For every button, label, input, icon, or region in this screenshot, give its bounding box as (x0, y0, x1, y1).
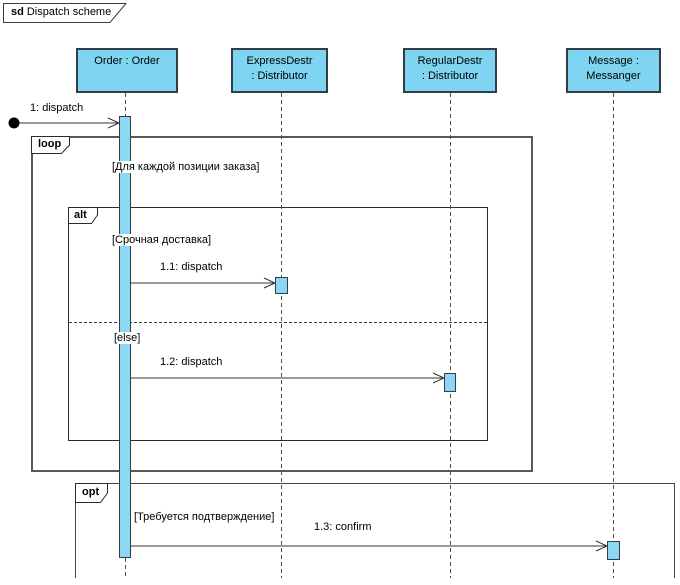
lifeline-name-line: Messanger (586, 70, 641, 82)
lifeline-header-messanger[interactable]: Message : Messanger (566, 48, 661, 93)
regular-activation-bar[interactable] (444, 373, 456, 392)
message-label-1-dispatch[interactable]: 1: dispatch (28, 102, 86, 114)
lifeline-name-line: : Distributor (251, 70, 308, 82)
message-arrow-1-1-dispatch[interactable] (131, 277, 277, 289)
opt-guard-label[interactable]: [Требуется подтверждение] (132, 511, 277, 523)
loop-operator-tab-shape (31, 136, 70, 154)
alt-else-divider (69, 322, 487, 323)
lifeline-header-order[interactable]: Order : Order (76, 48, 178, 93)
lifeline-header-regular[interactable]: RegularDestr : Distributor (403, 48, 497, 93)
lifeline-name-line: : Distributor (421, 70, 479, 82)
opt-operator-label[interactable]: opt (82, 486, 100, 498)
message-arrow-1-3-confirm[interactable] (131, 540, 609, 552)
message-label-1-2-dispatch[interactable]: 1.2: dispatch (158, 356, 225, 368)
message-label-1-1-dispatch[interactable]: 1.1: dispatch (158, 261, 225, 273)
lifeline-name-line: ExpressDestr (246, 55, 313, 67)
loop-guard-label[interactable]: [Для каждой позиции заказа] (110, 161, 262, 173)
found-message-endpoint[interactable] (8, 117, 20, 129)
diagram-title-text: Dispatch scheme (26, 6, 112, 18)
message-arrow-1-dispatch[interactable] (19, 117, 121, 129)
diagram-operator-label: sd (11, 6, 24, 18)
messanger-activation-bar[interactable] (607, 541, 620, 560)
message-arrow-1-2-dispatch[interactable] (131, 372, 446, 384)
alt-fragment-frame[interactable] (68, 207, 488, 441)
express-activation-bar[interactable] (275, 277, 288, 294)
lifeline-header-express[interactable]: ExpressDestr : Distributor (231, 48, 328, 93)
message-label-1-3-confirm[interactable]: 1.3: confirm (312, 521, 374, 533)
opt-fragment-frame[interactable] (75, 483, 675, 578)
alt-else-label[interactable]: [else] (112, 332, 143, 344)
alt-operator-label[interactable]: alt (74, 209, 87, 221)
lifeline-name-line: RegularDestr (417, 55, 483, 67)
opt-operator-tab-shape (75, 483, 108, 503)
loop-operator-label[interactable]: loop (38, 138, 62, 150)
lifeline-name-line: Order : Order (94, 55, 160, 67)
alt-operator-tab-shape (68, 207, 98, 224)
lifeline-name-line: Message : (588, 55, 639, 67)
diagram-title-tab-shape (3, 3, 128, 23)
alt-guard-label[interactable]: [Срочная доставка] (110, 234, 214, 246)
